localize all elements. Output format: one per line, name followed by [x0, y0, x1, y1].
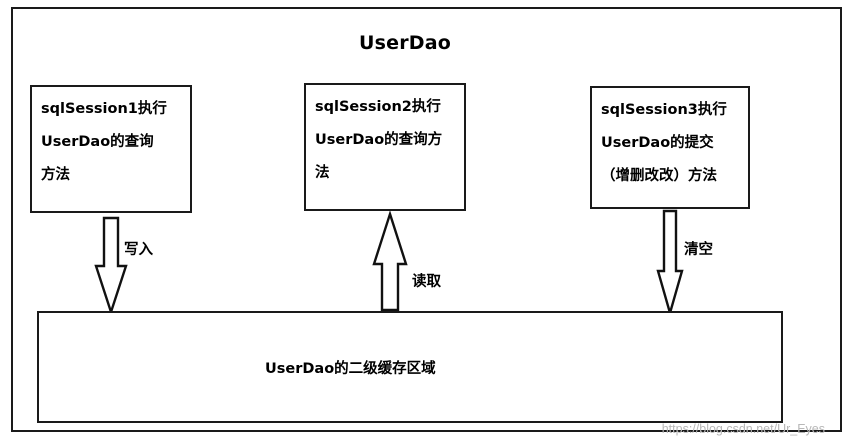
clear-label: 清空	[684, 242, 713, 258]
diagram-title: UserDao	[358, 32, 452, 54]
session1-box: sqlSession1执行 UserDao的查询 方法	[30, 85, 192, 213]
write-down-arrow	[94, 216, 128, 316]
session2-line1: sqlSession2执行	[315, 99, 441, 115]
outer-frame	[11, 7, 842, 432]
write-label: 写入	[124, 242, 153, 258]
session2-line2: UserDao的查询方	[315, 132, 443, 148]
read-up-arrow	[372, 210, 408, 312]
read-label: 读取	[412, 274, 441, 290]
second-level-cache-box	[37, 311, 783, 423]
session3-line3: （增删改改）方法	[601, 168, 717, 184]
session1-line3: 方法	[41, 167, 70, 183]
session2-box: sqlSession2执行 UserDao的查询方 法	[304, 83, 466, 211]
session3-line2: UserDao的提交	[601, 135, 714, 151]
session3-box: sqlSession3执行 UserDao的提交 （增删改改）方法	[590, 86, 750, 209]
clear-down-arrow	[656, 209, 684, 318]
session1-line1: sqlSession1执行	[41, 101, 167, 117]
session3-line1: sqlSession3执行	[601, 102, 727, 118]
cache-label: UserDao的二级缓存区域	[265, 361, 436, 377]
watermark: https://blog.csdn.net/Ur_Eyes	[661, 422, 825, 436]
session1-line2: UserDao的查询	[41, 134, 154, 150]
session2-line3: 法	[315, 165, 330, 181]
